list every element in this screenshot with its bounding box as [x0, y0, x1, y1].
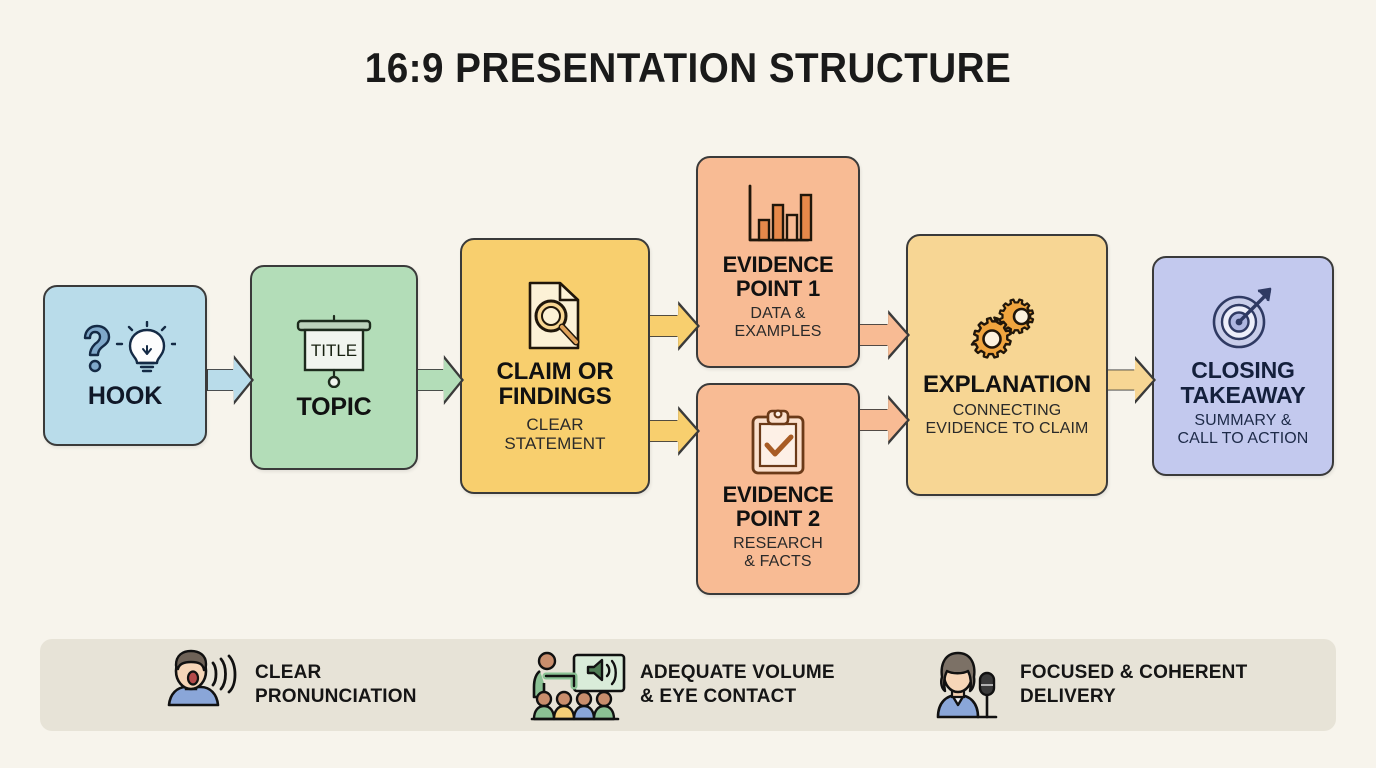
footer-item-line2: & EYE CONTACT — [640, 686, 797, 707]
flow-box-label: HOOK — [87, 382, 163, 411]
footer-item-label: ADEQUATE VOLUME & EYE CONTACT — [640, 661, 835, 708]
footer-item-line2: DELIVERY — [1020, 686, 1116, 707]
flow-box-label: TOPIC — [296, 393, 372, 422]
question-lightbulb-icon — [74, 321, 179, 377]
footer-item-line1: FOCUSED & COHERENT — [1020, 662, 1248, 684]
arrow-explanation-to-closing — [1106, 356, 1156, 404]
clipboard-check-icon — [747, 407, 809, 477]
speaking-person-icon — [165, 649, 241, 721]
flow-box-sublabel: RESEARCH& FACTS — [733, 534, 823, 570]
flow-box-sublabel: DATA &EXAMPLES — [734, 304, 822, 340]
footer-item-label: FOCUSED & COHERENT DELIVERY — [1020, 661, 1247, 708]
arrow-claim-to-evidence-1 — [648, 301, 700, 351]
gears-icon — [966, 292, 1048, 366]
woman-microphone-icon — [930, 649, 1006, 721]
flow-box-topic[interactable]: TITLE TOPIC — [250, 265, 418, 470]
page-title: 16:9 PRESENTATION STRUCTURE — [364, 44, 1012, 91]
document-magnifier-icon — [520, 279, 590, 353]
target-arrow-icon — [1207, 284, 1279, 352]
footer-item-line2: PRONUNCIATION — [255, 686, 417, 707]
footer-item-adequate-volume-eye-contact[interactable]: ADEQUATE VOLUME & EYE CONTACT — [530, 639, 835, 731]
footer-item-line1: ADEQUATE VOLUME — [640, 662, 835, 684]
delivery-tips-bar: CLEAR PRONUNCIATION — [40, 639, 1336, 731]
bar-chart-icon — [741, 183, 815, 247]
presentation-screen-icon: TITLE — [292, 314, 376, 389]
arrow-claim-to-evidence-2 — [648, 406, 700, 456]
flow-box-hook[interactable]: HOOK — [43, 285, 207, 446]
footer-item-clear-pronunciation[interactable]: CLEAR PRONUNCIATION — [165, 639, 417, 731]
arrow-topic-to-claim — [416, 355, 464, 405]
flow-box-label: EXPLANATION — [922, 370, 1092, 398]
footer-item-label: CLEAR PRONUNCIATION — [255, 661, 417, 708]
flow-box-sublabel: SUMMARY &CALL TO ACTION — [1177, 411, 1309, 447]
arrow-evidence-1-to-explanation — [858, 310, 910, 360]
footer-item-line1: CLEAR — [255, 662, 322, 684]
presenter-audience-speaker-icon — [530, 649, 626, 721]
arrow-evidence-2-to-explanation — [858, 395, 910, 445]
footer-item-focused-coherent-delivery[interactable]: FOCUSED & COHERENT DELIVERY — [930, 639, 1247, 731]
screen-title-text: TITLE — [311, 341, 357, 360]
arrow-hook-to-topic — [206, 355, 254, 405]
